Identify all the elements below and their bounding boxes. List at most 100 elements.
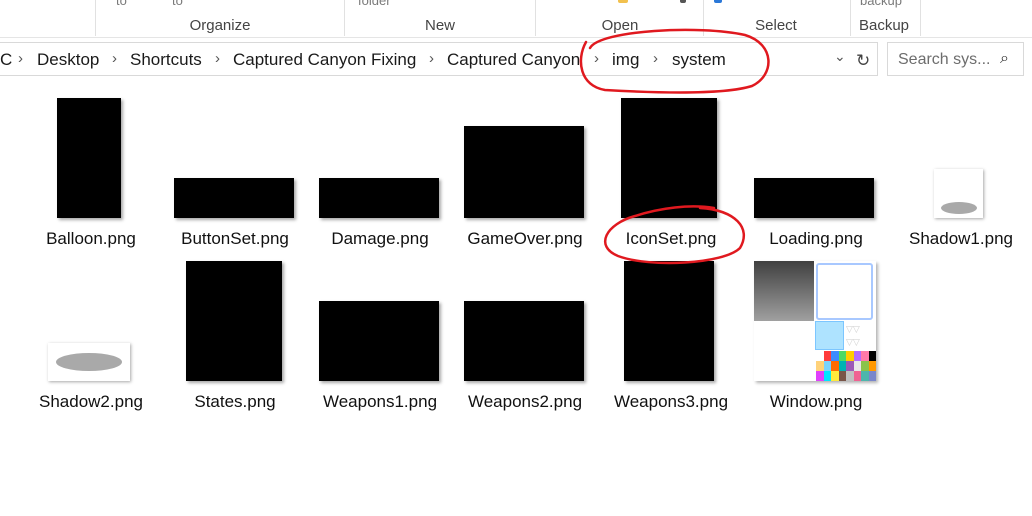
file-item[interactable]: States.png xyxy=(170,253,300,413)
palette-swatch xyxy=(861,361,869,371)
address-bar-row: C › Desktop › Shortcuts › Captured Canyo… xyxy=(0,38,1032,82)
file-item[interactable]: Shadow1.png xyxy=(896,90,1026,250)
file-item[interactable]: Damage.png xyxy=(315,90,445,250)
history-glyph-icon[interactable] xyxy=(680,0,686,3)
file-name: Shadow1.png xyxy=(909,229,1013,248)
file-thumbnail xyxy=(319,301,439,381)
open-glyph-icon[interactable] xyxy=(618,0,628,3)
select-glyph-icon[interactable] xyxy=(714,0,722,3)
file-thumbnail-window: ▽▽▽▽ xyxy=(754,261,876,381)
ribbon-separator xyxy=(344,0,345,36)
file-name: GameOver.png xyxy=(467,229,583,248)
file-name: Shadow2.png xyxy=(39,392,143,411)
file-name: Weapons1.png xyxy=(322,392,438,411)
ribbon: to to folder backup Organize New Open Se… xyxy=(0,0,1032,38)
file-thumbnail xyxy=(319,178,439,218)
refresh-button[interactable]: ↻ xyxy=(852,42,878,76)
file-item[interactable]: ButtonSet.png xyxy=(170,90,300,250)
palette-swatch xyxy=(861,351,869,361)
ribbon-cut-text[interactable]: backup xyxy=(860,0,902,8)
palette-swatch xyxy=(823,361,831,371)
palette-swatch xyxy=(838,361,846,371)
file-item[interactable]: Shadow2.png xyxy=(26,253,156,413)
palette-swatch xyxy=(868,371,876,381)
ribbon-cut-text[interactable]: folder xyxy=(358,0,391,8)
breadcrumb-chevron-icon[interactable]: › xyxy=(18,50,23,67)
palette-swatch xyxy=(853,351,861,361)
palette-swatch xyxy=(823,371,831,381)
breadcrumb-captured-canyon[interactable]: Captured Canyon xyxy=(447,50,581,69)
palette-swatch xyxy=(838,351,846,361)
palette-swatch xyxy=(823,351,831,361)
search-box[interactable]: Search sys... ⌕ xyxy=(887,42,1024,76)
breadcrumb-chevron-icon[interactable]: › xyxy=(594,50,599,67)
breadcrumb-chevron-icon[interactable]: › xyxy=(215,50,220,67)
file-thumbnail xyxy=(621,98,717,218)
palette-swatch xyxy=(838,371,846,381)
breadcrumb-shortcuts[interactable]: Shortcuts xyxy=(130,50,202,69)
chevron-down-icon[interactable]: ⌄ xyxy=(834,48,846,64)
file-name: Balloon.png xyxy=(46,229,136,248)
file-name: IconSet.png xyxy=(625,229,717,248)
ribbon-separator xyxy=(703,0,704,36)
palette-swatch xyxy=(868,351,876,361)
file-item[interactable]: GameOver.png xyxy=(460,90,590,250)
file-item[interactable]: IconSet.png xyxy=(606,90,736,250)
palette-swatch xyxy=(846,361,854,371)
search-icon[interactable]: ⌕ xyxy=(1000,50,1009,67)
shadow-ellipse xyxy=(941,202,977,214)
address-bar[interactable] xyxy=(0,42,854,76)
file-item[interactable]: Balloon.png xyxy=(26,90,156,250)
ribbon-group-new: New xyxy=(424,17,455,34)
ribbon-cut-text[interactable]: to xyxy=(116,0,127,8)
file-thumbnail xyxy=(464,301,584,381)
file-name: Weapons3.png xyxy=(613,392,729,411)
ribbon-separator xyxy=(920,0,921,36)
file-item[interactable]: Weapons1.png xyxy=(315,253,445,413)
palette-swatch xyxy=(853,371,861,381)
ribbon-group-backup: Backup xyxy=(858,17,910,34)
ribbon-separator xyxy=(850,0,851,36)
file-item[interactable]: Weapons3.png xyxy=(606,253,736,413)
file-thumbnail xyxy=(48,343,130,381)
palette-swatch xyxy=(831,351,839,361)
search-input[interactable]: Search sys... xyxy=(898,51,991,68)
palette-swatch xyxy=(831,361,839,371)
file-thumbnail xyxy=(57,98,121,218)
ribbon-separator xyxy=(535,0,536,36)
breadcrumb-captured-canyon-fixing[interactable]: Captured Canyon Fixing xyxy=(233,50,417,69)
breadcrumb-desktop[interactable]: Desktop xyxy=(37,50,100,69)
breadcrumb-pc[interactable]: C xyxy=(0,50,13,69)
palette-swatch xyxy=(816,351,824,361)
file-name: ButtonSet.png xyxy=(181,229,289,248)
file-thumbnail xyxy=(934,169,983,218)
file-thumbnail xyxy=(624,261,714,381)
file-item[interactable]: Window.png xyxy=(751,253,881,413)
ribbon-separator xyxy=(95,0,96,36)
breadcrumb-chevron-icon[interactable]: › xyxy=(653,50,658,67)
palette-swatch xyxy=(831,371,839,381)
file-name: Weapons2.png xyxy=(467,392,583,411)
palette-swatch xyxy=(861,371,869,381)
window-selection xyxy=(815,321,844,350)
file-thumbnail xyxy=(174,178,294,218)
breadcrumb-chevron-icon[interactable]: › xyxy=(429,50,434,67)
window-frame xyxy=(816,263,873,320)
window-color-palette xyxy=(816,351,876,381)
breadcrumb-chevron-icon[interactable]: › xyxy=(112,50,117,67)
ribbon-cut-text[interactable]: to xyxy=(172,0,183,8)
ribbon-group-organize: Organize xyxy=(189,17,251,34)
ribbon-group-select: Select xyxy=(755,17,797,34)
file-item[interactable]: Loading.png xyxy=(751,90,881,250)
ribbon-group-open: Open xyxy=(601,17,639,34)
file-name: Damage.png xyxy=(331,229,429,248)
refresh-icon: ↻ xyxy=(856,51,871,70)
palette-swatch xyxy=(846,371,854,381)
breadcrumb-system[interactable]: system xyxy=(672,50,726,69)
file-name: Window.png xyxy=(769,392,863,411)
breadcrumb-img[interactable]: img xyxy=(612,50,640,69)
file-item[interactable]: Weapons2.png xyxy=(460,253,590,413)
palette-swatch xyxy=(846,351,854,361)
file-thumbnail xyxy=(464,126,584,218)
palette-swatch xyxy=(868,361,876,371)
